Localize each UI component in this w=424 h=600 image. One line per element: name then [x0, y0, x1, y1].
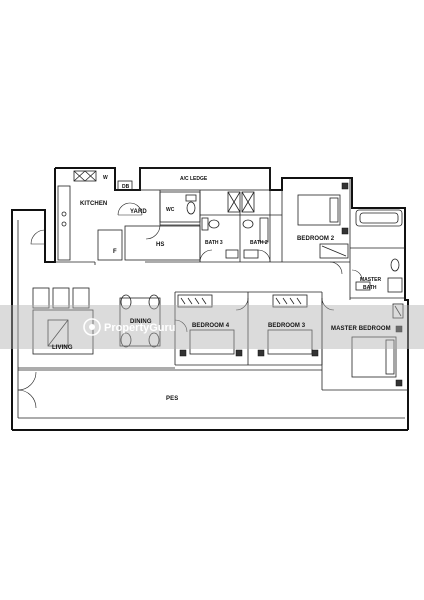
watermark-logo-icon: [83, 318, 101, 336]
label-db: DB: [122, 184, 130, 190]
kitchen-fixtures: [57, 170, 143, 261]
label-bath-3: BATH 3: [205, 240, 223, 246]
label-pes: PES: [166, 396, 178, 402]
label-yard: YARD: [130, 209, 147, 215]
label-bedroom-2: BEDROOM 2: [297, 236, 335, 242]
living-dining-furniture: [32, 287, 161, 355]
label-bath-2: BATH 2: [250, 240, 268, 246]
label-living: LIVING: [52, 345, 73, 351]
label-bedroom-4: BEDROOM 4: [192, 323, 230, 329]
label-dining: DINING: [130, 319, 152, 325]
bedroom-4-3-furniture: [177, 294, 319, 357]
label-bedroom-3: BEDROOM 3: [268, 323, 306, 329]
label-ac-ledge: A/C LEDGE: [180, 176, 208, 182]
label-master-bedroom: MASTER BEDROOM: [331, 326, 391, 332]
label-w: W: [103, 175, 108, 181]
bedroom-2-furniture: [297, 182, 349, 259]
doors: [17, 224, 363, 409]
label-wc: WC: [166, 207, 175, 213]
bathroom-fixtures: [185, 191, 403, 293]
label-f: F: [113, 249, 117, 255]
watermark-text: PropertyGuru: [104, 322, 176, 334]
label-kitchen: KITCHEN: [80, 201, 107, 207]
watermark: PropertyGuru: [0, 305, 424, 349]
outer-walls: [11, 167, 409, 431]
room-labels: A/C LEDGE W DB KITCHEN YARD WC HS F BATH…: [52, 175, 391, 402]
label-master-bath-1: MASTER: [360, 277, 382, 283]
interior-walls: [17, 167, 408, 419]
label-hs: HS: [156, 242, 165, 248]
label-master-bath-2: BATH: [363, 285, 377, 291]
master-bedroom-furniture: [351, 303, 404, 387]
